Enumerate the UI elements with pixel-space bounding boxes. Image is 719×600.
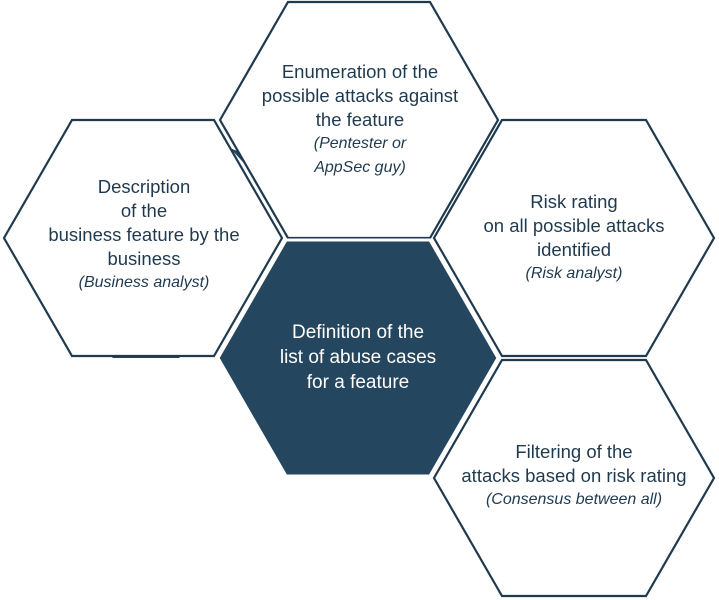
- hexagon-right-text: Risk rating on all possible attacks iden…: [440, 190, 708, 286]
- hexagon-right-role: (Risk analyst): [525, 265, 623, 282]
- hexagon-center: [216, 238, 500, 478]
- hexagon-top-line: the feature: [315, 109, 405, 130]
- hexagon-center-line: Definition of the: [291, 322, 425, 343]
- hexagon-bottom-right: [432, 358, 716, 598]
- hexagon-right-line: Risk rating: [530, 191, 618, 212]
- hexagon-center-line: for a feature: [306, 372, 410, 393]
- hexagon-right-line: identified: [536, 239, 612, 260]
- hexagon-bottom-right-line: Filtering of the: [515, 441, 633, 462]
- hexagon-top-text: Enumeration of the possible attacks agai…: [226, 60, 494, 180]
- hexagon-bottom-right-text: Filtering of the attacks based on risk r…: [440, 440, 708, 512]
- hexagon-left-role: (Business analyst): [78, 274, 210, 291]
- hexagon-left-line: business: [107, 248, 181, 269]
- hexagon-bottom-right-role: (Consensus between all): [485, 491, 663, 508]
- hexagon-center-text: Definition of the list of abuse cases fo…: [224, 320, 492, 395]
- hexagon-top-line: Enumeration of the: [281, 61, 439, 82]
- hexagon-left-line: Description: [97, 176, 191, 197]
- hexagon-left-line: of the: [120, 200, 168, 221]
- hexagon-top-role: (Pentester or: [313, 135, 407, 152]
- hexagon-left-line: business feature by the: [48, 224, 240, 245]
- hexagon-top: [218, 0, 500, 240]
- hexagon-top-role: AppSec guy): [314, 159, 406, 176]
- hexagon-right-line: on all possible attacks: [483, 215, 665, 236]
- hexagon-left-text: Description of the business feature by t…: [10, 175, 278, 295]
- hexagon-bottom-right-line: attacks based on risk rating: [461, 465, 687, 486]
- hexagon-center-line: list of abuse cases: [279, 347, 437, 368]
- hexagon-top-line: possible attacks against: [261, 85, 459, 106]
- hexagon-right: [432, 118, 716, 358]
- hexagon-left: [2, 118, 284, 358]
